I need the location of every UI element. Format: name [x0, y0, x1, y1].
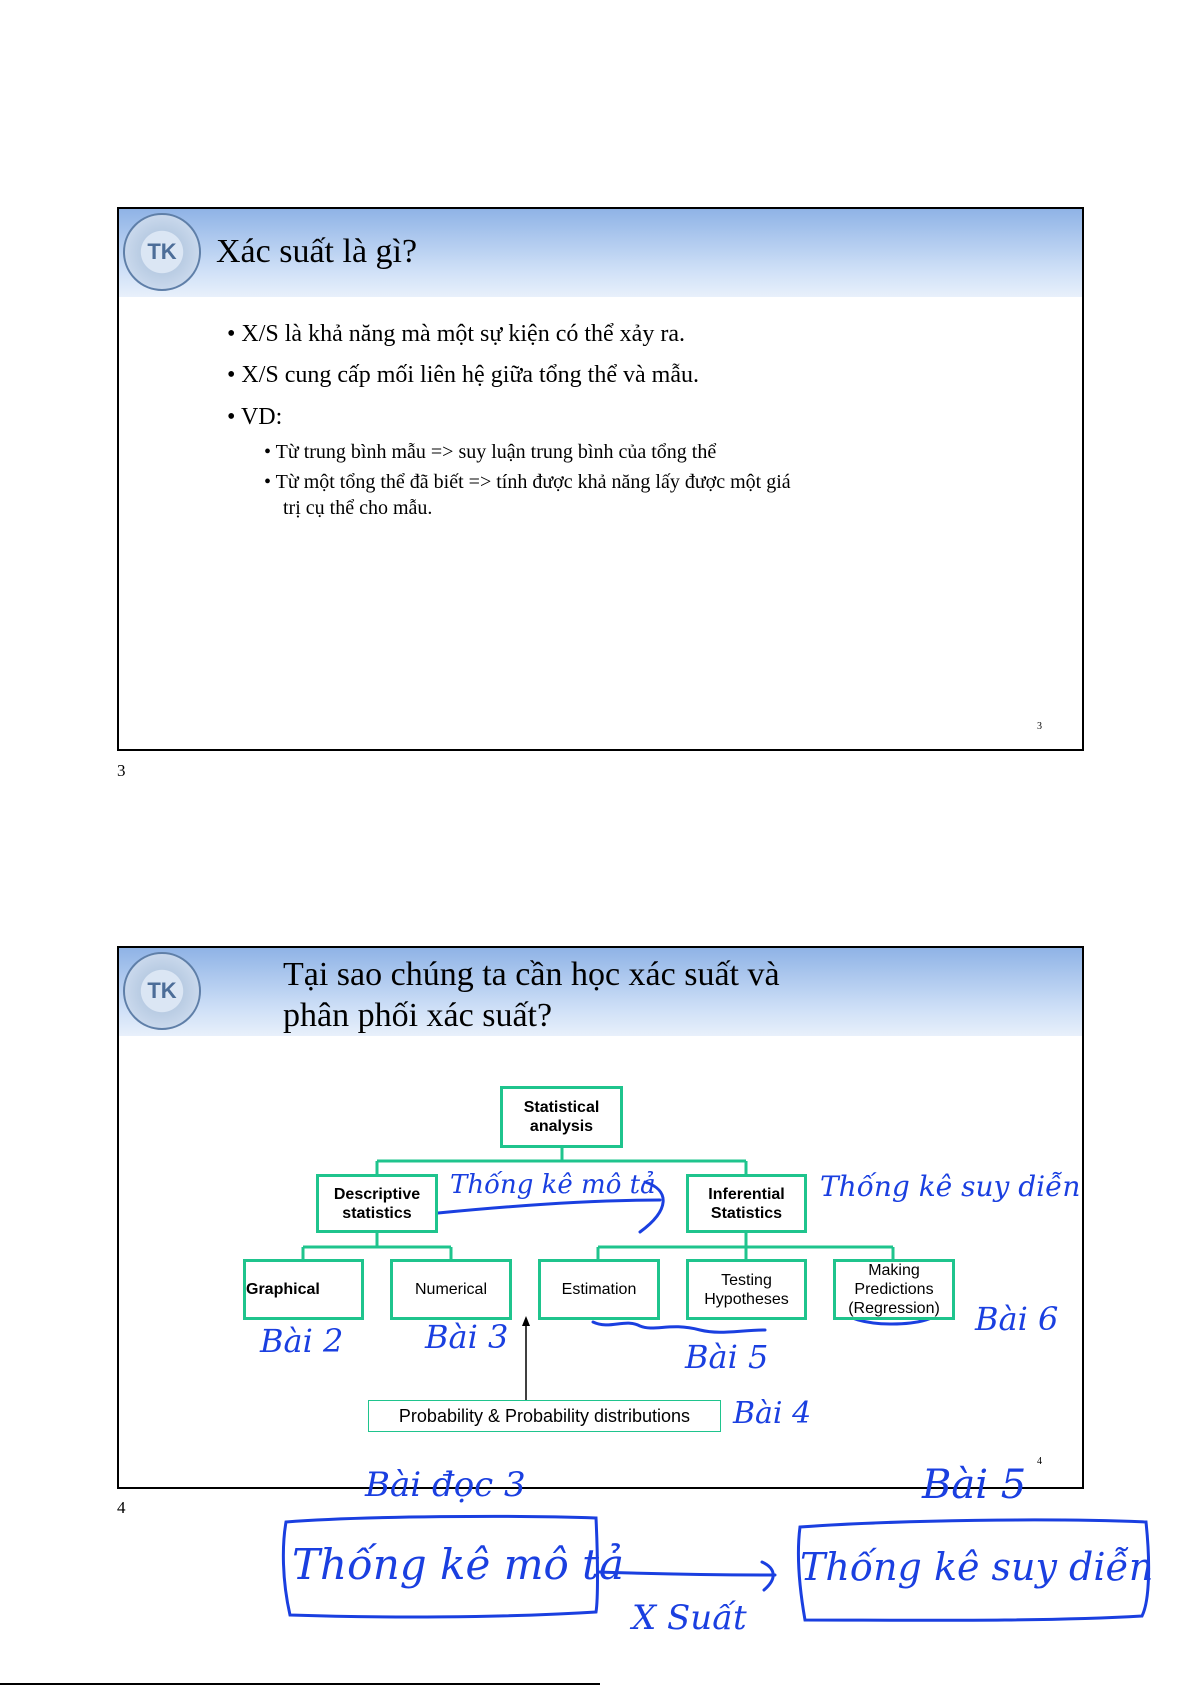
handwritten-box-inferential: Thống kê suy diễn	[800, 1545, 1154, 1589]
slide-title-line-2: phân phối xác suất?	[283, 997, 553, 1034]
handwritten-bai5-top: Bài 5	[922, 1462, 1027, 1508]
logo-text: TK	[147, 239, 177, 264]
faculty-logo: TK	[123, 213, 201, 291]
slide-4: TK Tại sao chúng ta cần học xác suất và …	[117, 946, 1084, 1489]
slide-title: Xác suất là gì?	[216, 233, 418, 270]
sub-bullet-2-cont: trị cụ thể cho mẫu.	[283, 497, 433, 519]
handwritten-bai6: Bài 6	[975, 1300, 1059, 1338]
handwritten-bai3: Bài 3	[425, 1318, 509, 1356]
numerical-box: Numerical	[390, 1259, 512, 1320]
handwritten-box-descriptive: Thống kê mô tả	[292, 1540, 625, 1589]
handwritten-arrow-label: X Suất	[632, 1598, 747, 1638]
slide-header-band	[119, 209, 1082, 297]
probability-box: Probability & Probability distributions	[368, 1400, 721, 1432]
faculty-logo: TK	[123, 952, 201, 1030]
handwritten-bai5: Bài 5	[685, 1338, 769, 1376]
page-number: 3	[117, 761, 126, 780]
bottom-divider	[0, 1683, 600, 1685]
slide-header-band	[119, 948, 1082, 1036]
handwritten-bai4: Bài 4	[733, 1396, 812, 1431]
slide-3: TK Xác suất là gì? • X/S là khả năng mà …	[117, 207, 1084, 751]
estimation-box: Estimation	[538, 1259, 660, 1320]
slide-number: 3	[1037, 721, 1042, 732]
logo-text: TK	[147, 978, 177, 1003]
bullet-2: • X/S cung cấp mối liên hệ giữa tổng thể…	[227, 362, 699, 388]
handwritten-descriptive-note: Thống kê mô tả	[450, 1170, 656, 1200]
page-number: 4	[117, 1498, 126, 1517]
sub-bullet-1: • Từ trung bình mẫu => suy luận trung bì…	[264, 441, 717, 463]
bullet-1: • X/S là khả năng mà một sự kiện có thể …	[227, 321, 685, 347]
handwritten-bai-doc-3: Bài đọc 3	[365, 1465, 526, 1505]
slide-number: 4	[1037, 1456, 1042, 1467]
graphical-box: Graphical	[243, 1259, 364, 1320]
slide-title-line-1: Tại sao chúng ta cần học xác suất và	[283, 956, 780, 993]
bullet-3: • VD:	[227, 404, 283, 430]
handwritten-inferential-note: Thống kê suy diễn	[820, 1170, 1081, 1203]
handwritten-bai2: Bài 2	[260, 1322, 344, 1360]
sub-bullet-2: • Từ một tổng thể đã biết => tính được k…	[264, 471, 791, 493]
